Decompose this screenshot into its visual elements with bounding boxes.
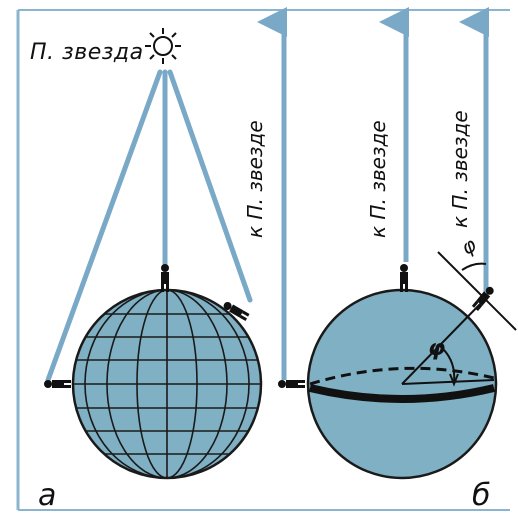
toward-star-label-a: к П. звезде: [243, 120, 267, 238]
ray-to-left-observer: [45, 69, 163, 383]
globe-a: [71, 288, 263, 480]
person-icon: [161, 264, 169, 292]
ray-to-right-observer: [167, 69, 253, 303]
phi-label-center: φ: [428, 336, 446, 361]
toward-star-label-b1: к П. звезде: [366, 120, 390, 238]
panel-a-label: а: [38, 478, 57, 513]
person-icon: [44, 380, 71, 388]
sun-icon: [145, 28, 181, 64]
person-icon: [400, 264, 408, 292]
star-label: П. звезда: [30, 40, 144, 65]
globe-b: [306, 288, 498, 480]
person-icon: [471, 286, 494, 311]
panel-b-label: б: [472, 478, 491, 513]
horizon-line: [437, 251, 517, 331]
person-icon: [223, 302, 250, 321]
angle-arc-top: [461, 262, 487, 271]
panel-b-arrows: [257, 7, 489, 380]
person-icon: [278, 380, 305, 388]
toward-star-label-b2: к П. звезде: [448, 110, 472, 228]
panel-a-rays: [45, 69, 253, 383]
